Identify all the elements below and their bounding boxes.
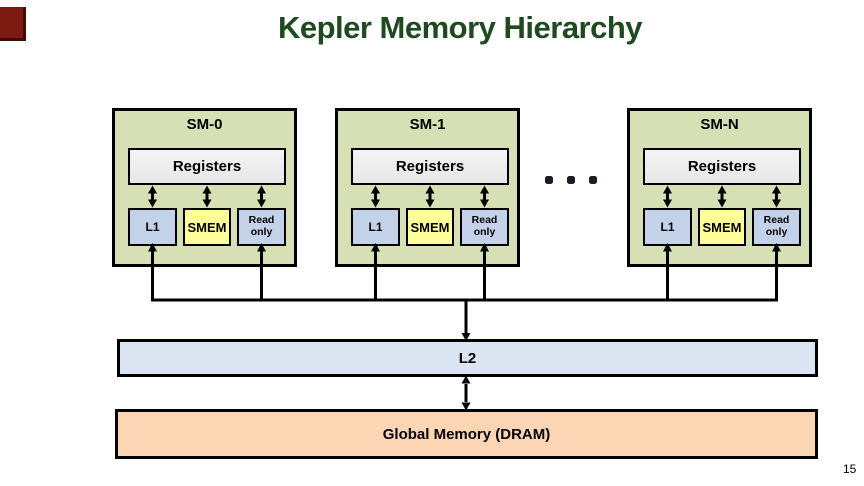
read-only-cache-box: Read only xyxy=(237,208,286,246)
shared-memory-box: SMEM xyxy=(183,208,231,246)
l1-cache-box: L1 xyxy=(128,208,177,246)
shared-memory-box: SMEM xyxy=(406,208,454,246)
sm-block-1: SM-1 Registers L1 SMEM Read only xyxy=(335,108,520,267)
global-memory-bar: Global Memory (DRAM) xyxy=(115,409,818,459)
arrow-l2-dram xyxy=(461,375,471,411)
sm-block-title: SM-1 xyxy=(409,116,446,133)
sm-block-0: SM-0 Registers L1 SMEM Read only xyxy=(112,108,297,267)
page-number: 15 xyxy=(843,462,857,476)
l1-cache-box: L1 xyxy=(643,208,692,246)
l2-cache-bar: L2 xyxy=(117,339,818,377)
read-only-cache-box: Read only xyxy=(460,208,509,246)
registers-box: Registers xyxy=(128,148,286,185)
dot xyxy=(545,176,553,184)
dot xyxy=(567,176,575,184)
read-only-cache-box: Read only xyxy=(752,208,801,246)
accent-red-box xyxy=(0,7,26,41)
l1-cache-box: L1 xyxy=(351,208,400,246)
arrow-bus-l2 xyxy=(461,300,471,341)
sm-block-title: SM-N xyxy=(700,116,739,133)
dot xyxy=(589,176,597,184)
registers-box: Registers xyxy=(351,148,509,185)
ellipsis-icon xyxy=(545,176,597,184)
sm-block-n: SM-N Registers L1 SMEM Read only xyxy=(627,108,812,267)
slide-title: Kepler Memory Hierarchy xyxy=(277,10,643,45)
sm-block-title: SM-0 xyxy=(186,116,223,133)
registers-box: Registers xyxy=(643,148,801,185)
shared-memory-box: SMEM xyxy=(698,208,746,246)
